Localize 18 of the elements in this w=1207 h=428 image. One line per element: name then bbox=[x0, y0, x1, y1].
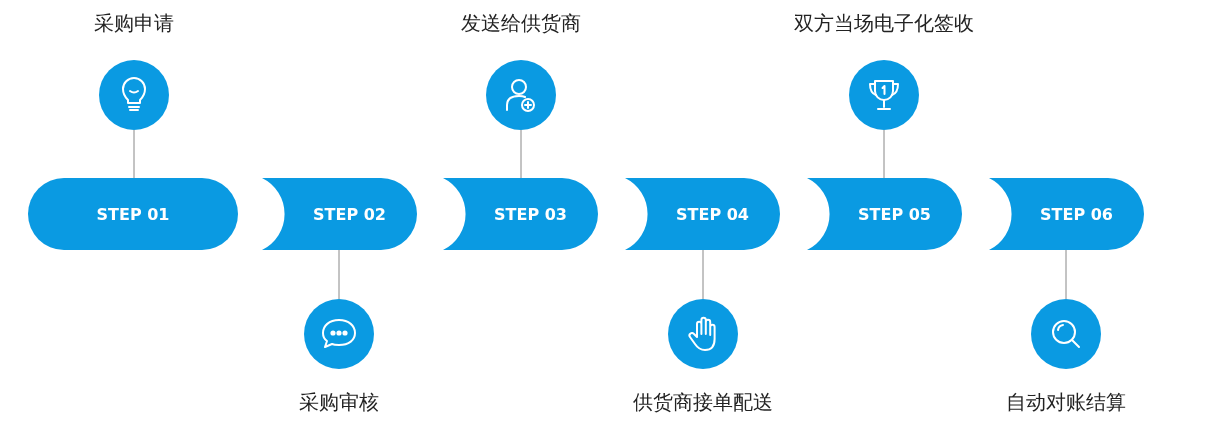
caption-text: 发送给供货商 bbox=[461, 10, 581, 37]
connector-line bbox=[702, 249, 704, 300]
caption-text: 自动对账结算 bbox=[1006, 389, 1126, 416]
connector-line bbox=[133, 129, 135, 179]
caption-text: 双方当场电子化签收 bbox=[794, 10, 974, 37]
connector-line bbox=[883, 129, 885, 179]
step-label: STEP 01 bbox=[96, 204, 170, 224]
connector-line bbox=[520, 129, 522, 179]
caption-text: 采购审核 bbox=[299, 389, 379, 416]
connector-line bbox=[1065, 249, 1067, 300]
step-label: STEP 06 bbox=[1040, 204, 1113, 224]
caption-text: 供货商接单配送 bbox=[633, 389, 773, 416]
step-label: STEP 04 bbox=[676, 204, 749, 224]
step-label: STEP 02 bbox=[313, 204, 386, 224]
connector-line bbox=[338, 249, 340, 300]
caption-text: 采购申请 bbox=[94, 10, 174, 37]
step-label: STEP 03 bbox=[494, 204, 567, 224]
step-label: STEP 05 bbox=[858, 204, 931, 224]
